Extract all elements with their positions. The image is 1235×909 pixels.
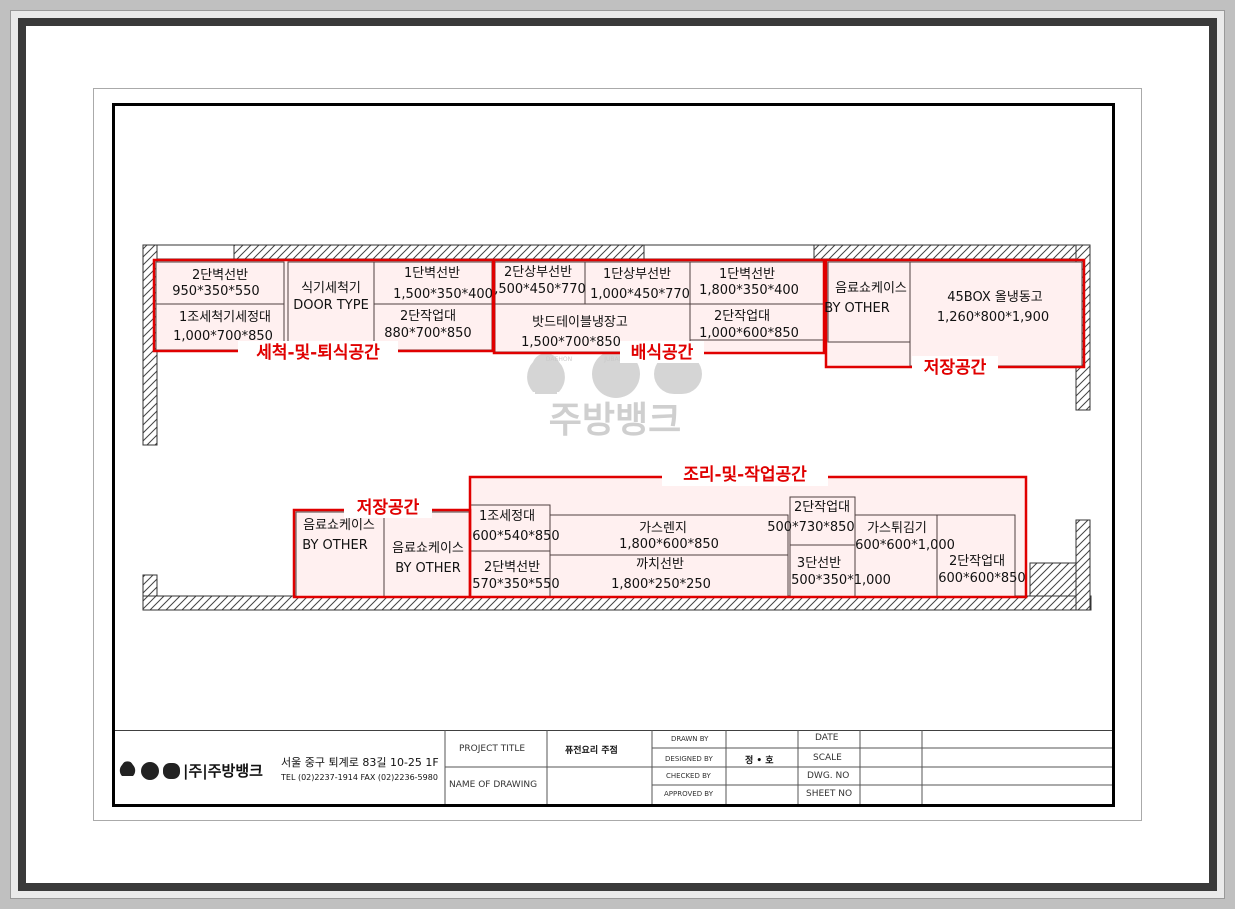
equip-4-name: 1단벽선반: [404, 266, 460, 281]
equip-1-name: 2단벽선반: [192, 268, 248, 283]
company-name: |주|주방뱅크: [183, 762, 263, 780]
equip-box-17: [549, 514, 789, 556]
equip-6-name: 2단상부선반: [504, 265, 572, 280]
zone-label-storage-top: 저장공간: [924, 358, 987, 378]
top-equipment: [155, 261, 1083, 367]
equip-box-19: [789, 496, 856, 546]
bottom-equipment: [295, 496, 1016, 598]
zone-storage-top: [824, 258, 1086, 369]
zone-label-washing: 세척-및-퇴식공간: [256, 343, 380, 363]
name-of-drawing-label: NAME OF DRAWING: [449, 780, 538, 790]
checked-by-label: CHECKED BY: [666, 772, 711, 780]
watermark-sub1: DAEHON: [546, 356, 572, 363]
equip-17-name: 가스렌지: [639, 521, 687, 536]
equip-19-name: 2단작업대: [794, 500, 850, 515]
top-walls: [142, 244, 1091, 446]
equip-5-dims: 880*700*850: [384, 326, 471, 341]
title-block-grid: [115, 730, 1112, 804]
project-title-label: PROJECT TITLE: [459, 744, 526, 754]
equip-7-name: 1단상부선반: [603, 267, 671, 282]
equip-box-18: [549, 554, 789, 598]
equip-13-name: 음료쇼케이스: [303, 518, 375, 533]
company-logo-icon: [119, 761, 180, 780]
equip-2-name: 1조세척기세정대: [179, 310, 271, 325]
company-tel: TEL (02)2237-1914 FAX (02)2236-5980: [281, 773, 438, 782]
equip-9-dims: 1,500*700*850: [521, 335, 621, 350]
bottom-walls: [142, 519, 1092, 611]
equip-13-dims: BY OTHER: [302, 538, 367, 553]
equip-18-dims: 1,800*250*250: [611, 577, 711, 592]
equip-20-dims: 500*350*1,000: [791, 573, 891, 588]
zone-labels: 세척-및-퇴식공간 배식공간 저장공간 조리-및-작업공간 저장공간: [238, 341, 998, 518]
project-title-value: 퓨전요리 주점: [565, 746, 618, 756]
equip-10-name: 2단작업대: [714, 309, 770, 324]
equip-22-dims: 600*600*850: [938, 571, 1025, 586]
equip-8-dims: 1,800*350*400: [699, 283, 799, 298]
title-block: |주|주방뱅크 서울 중구 퇴계로 83길 10-25 1F TEL (02)2…: [115, 730, 1112, 804]
designed-by-label: DESIGNED BY: [665, 755, 713, 763]
scale-label: SCALE: [813, 753, 842, 763]
equip-7-dims: 1,000*450*770: [590, 287, 690, 302]
drawn-by-label: DRAWN BY: [671, 735, 709, 743]
watermark: 주방뱅크 DAEHON JUBANG: [527, 350, 702, 441]
equip-10-dims: 1,000*600*850: [699, 326, 799, 341]
equip-19-dims: 500*730*850: [767, 520, 854, 535]
equip-21-dims: 600*600*1,000: [855, 538, 955, 553]
equip-21-name: 가스튀김기: [867, 521, 927, 536]
equip-box-14: [383, 511, 471, 598]
equip-3-name: 식기세척기: [301, 281, 361, 296]
drawing-sheet: [93, 88, 1142, 821]
equip-box-4: [373, 261, 493, 305]
equip-12-dims: 1,260*800*1,900: [937, 310, 1049, 325]
equip-8-name: 1단벽선반: [719, 267, 775, 282]
equip-15-dims: 600*540*850: [472, 529, 559, 544]
equip-14-dims: BY OTHER: [395, 561, 460, 576]
watermark-sub2: JUBANG: [603, 356, 628, 363]
equip-1-dims: 950*350*550: [172, 284, 259, 299]
equip-16-dims: 570*350*550: [472, 577, 559, 592]
sheet-no-label: SHEET NO: [806, 789, 853, 799]
equip-4-dims: 1,500*350*400: [393, 287, 493, 302]
equip-17-dims: 1,800*600*850: [619, 537, 719, 552]
zone-label-storage-bottom: 저장공간: [357, 498, 420, 518]
equip-12-name: 45BOX 올냉동고: [947, 290, 1043, 305]
equip-6-dims: ,500*450*770: [494, 282, 586, 297]
drawing-border: [112, 103, 1115, 807]
equip-box-1: [155, 261, 285, 305]
equip-5-name: 2단작업대: [400, 309, 456, 324]
equip-15-name: 1조세정대: [479, 509, 535, 524]
equip-box-3: [287, 261, 375, 351]
zone-storage-bottom: [292, 508, 472, 599]
approved-by-label: APPROVED BY: [664, 790, 714, 798]
equip-box-10: [689, 303, 826, 341]
equip-11-dims: BY OTHER: [824, 301, 889, 316]
equip-box-22: [936, 514, 1016, 598]
equipment-labels: 2단벽선반 950*350*550 1조세척기세정대 1,000*700*850…: [172, 265, 1049, 592]
equip-14-name: 음료쇼케이스: [392, 541, 464, 556]
equip-11-name: 음료쇼케이스: [835, 281, 907, 296]
equip-box-8: [689, 261, 826, 305]
zone-label-cooking: 조리-및-작업공간: [683, 465, 807, 485]
zone-outlines: [152, 258, 1086, 599]
date-label: DATE: [815, 733, 839, 743]
equip-box-16: [469, 550, 551, 598]
equip-20-name: 3단선반: [797, 556, 841, 571]
equip-box-13: [295, 511, 385, 598]
equip-9-name: 밧드테이블냉장고: [532, 315, 628, 330]
equip-16-name: 2단벽선반: [484, 560, 540, 575]
dwg-no-label: DWG. NO: [807, 771, 850, 781]
equip-2-dims: 1,000*700*850: [173, 329, 273, 344]
zone-label-serving: 배식공간: [631, 343, 694, 363]
equip-3-dims: DOOR TYPE: [293, 298, 369, 313]
equip-box-7: [584, 261, 691, 305]
equip-22-name: 2단작업대: [949, 554, 1005, 569]
designer-name: 정 • 호: [745, 756, 774, 766]
equip-18-name: 까치선반: [636, 557, 684, 572]
watermark-text: 주방뱅크: [549, 400, 681, 441]
company-address: 서울 중구 퇴계로 83길 10-25 1F: [281, 756, 439, 769]
